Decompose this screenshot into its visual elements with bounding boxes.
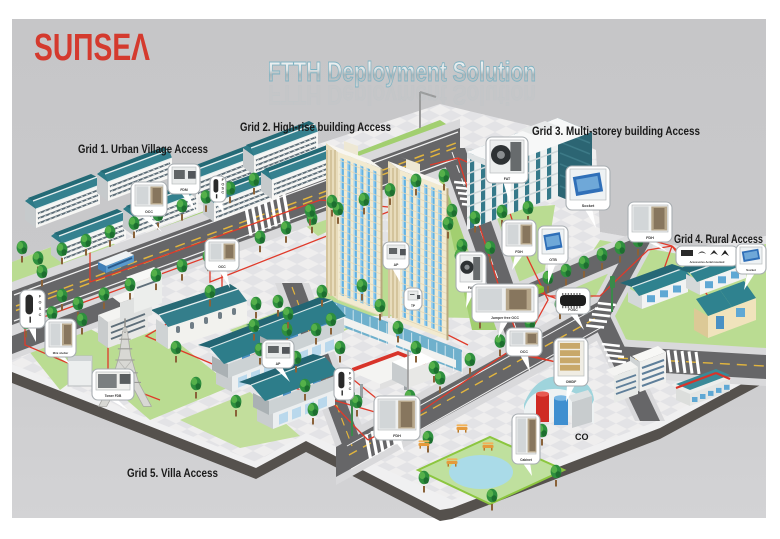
svg-text:C: C: [221, 191, 224, 195]
svg-text:Grid 3. Multi-storey building: Grid 3. Multi-storey building Access: [532, 124, 700, 138]
svg-text:FTTH Deployment Solution: FTTH Deployment Solution: [268, 56, 536, 87]
svg-text:O: O: [349, 377, 352, 381]
svg-text:S: S: [222, 187, 225, 191]
svg-text:OCC: OCC: [520, 350, 528, 354]
svg-text:Socket: Socket: [582, 204, 595, 208]
svg-text:S: S: [349, 382, 352, 386]
svg-text:F: F: [39, 295, 42, 299]
svg-text:F: F: [349, 371, 352, 375]
svg-text:OCC: OCC: [145, 210, 153, 214]
svg-text:Cabinet: Cabinet: [520, 458, 533, 462]
svg-text:AP: AP: [276, 362, 281, 366]
svg-text:C: C: [39, 313, 42, 317]
svg-text:FDM: FDM: [180, 188, 188, 192]
svg-text:Grid 4. Rural Access: Grid 4. Rural Access: [674, 232, 763, 246]
svg-text:S: S: [39, 307, 42, 311]
svg-text:OMDF: OMDF: [566, 380, 577, 384]
svg-text:TP: TP: [411, 304, 416, 308]
svg-text:FAT: FAT: [504, 177, 511, 181]
svg-text:OCC: OCC: [218, 265, 226, 269]
svg-text:Grid 5. Villa Access: Grid 5. Villa Access: [127, 466, 218, 480]
svg-text:SUΠSEΛ: SUΠSEΛ: [34, 27, 150, 69]
svg-text:Grid 1. Urban Village Access: Grid 1. Urban Village Access: [78, 142, 208, 156]
svg-text:O: O: [39, 301, 42, 305]
svg-text:OTB: OTB: [549, 258, 557, 262]
svg-text:Socket: Socket: [746, 268, 756, 272]
svg-text:FAT: FAT: [468, 286, 475, 290]
svg-text:Jumper free OCC: Jumper free OCC: [491, 316, 519, 320]
svg-text:FOSC: FOSC: [568, 308, 578, 312]
svg-text:AP: AP: [394, 263, 399, 267]
svg-text:O: O: [221, 182, 224, 186]
svg-text:Tower FDB: Tower FDB: [105, 394, 122, 398]
svg-text:Grid 2. High-rise building Acc: Grid 2. High-rise building Access: [240, 120, 391, 134]
svg-text:FDH: FDH: [515, 250, 523, 254]
svg-text:FDH: FDH: [393, 434, 401, 438]
svg-text:Accessories Aerial mounted: Accessories Aerial mounted: [690, 260, 725, 264]
svg-text:F: F: [222, 178, 225, 182]
svg-text:C: C: [349, 387, 352, 391]
svg-text:Mini shelter: Mini shelter: [53, 351, 69, 355]
svg-text:FDH: FDH: [646, 236, 654, 240]
svg-text:FTTH Deployment Solution: FTTH Deployment Solution: [268, 79, 536, 110]
svg-text:CO: CO: [575, 432, 589, 442]
